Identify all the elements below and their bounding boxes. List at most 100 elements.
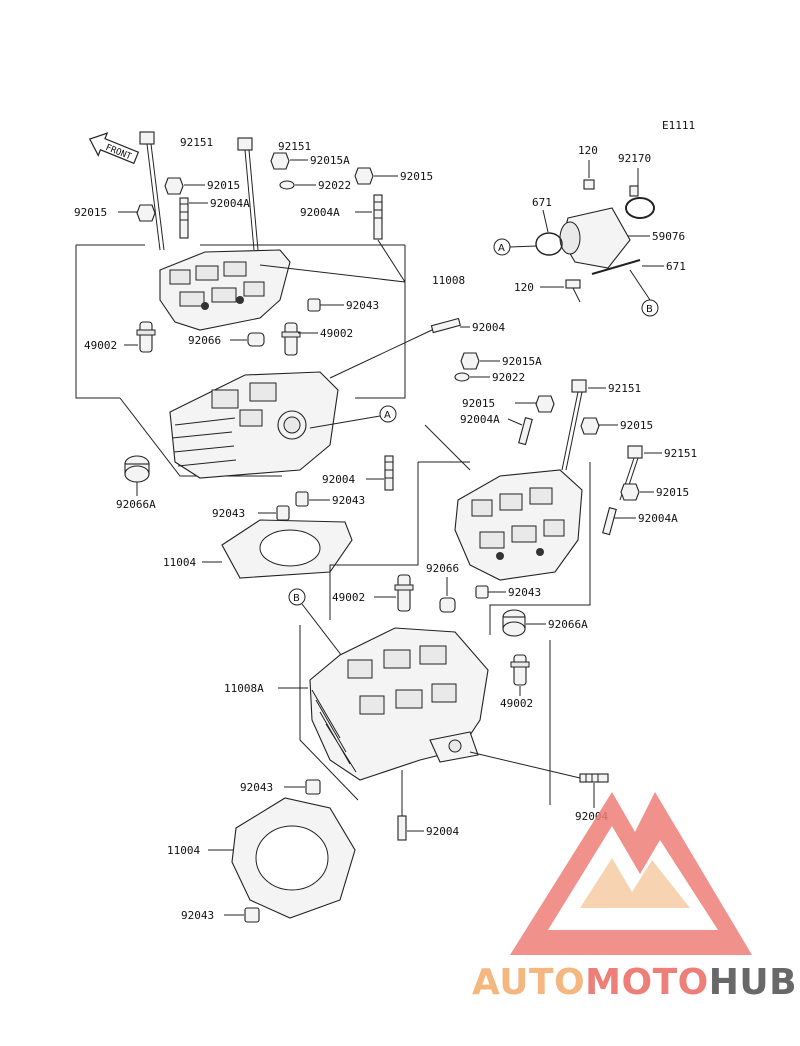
label-92004a-a: 92004A — [189, 197, 250, 210]
stud-92004-lower — [397, 770, 407, 841]
callout-a-head: A — [309, 405, 397, 429]
stud-92004a-rear-a — [518, 416, 533, 446]
label-49002-c: 49002 — [332, 591, 396, 604]
label-92066-a: 92066 — [188, 334, 247, 347]
stud-92004-upper — [430, 317, 461, 334]
intake-pipe-59076 — [559, 207, 631, 269]
svg-text:49002: 49002 — [320, 327, 353, 340]
label-92015-d: 92015 — [462, 397, 537, 410]
svg-text:49002: 49002 — [500, 697, 533, 710]
dowel-92043-lower-b — [244, 907, 260, 923]
rocker-cover-rear — [454, 469, 583, 581]
svg-text:92066A: 92066A — [548, 618, 588, 631]
svg-text:92004A: 92004A — [460, 413, 500, 426]
svg-text:92043: 92043 — [508, 586, 541, 599]
rocker-cover-front — [159, 249, 291, 331]
watermark-auto: AUTO — [472, 962, 586, 1003]
label-92015-c: 92015 — [74, 206, 138, 219]
label-59076: 59076 — [628, 230, 685, 243]
svg-text:92066A: 92066A — [116, 498, 156, 511]
cylinder-head-front — [169, 371, 339, 479]
svg-text:92022: 92022 — [492, 371, 525, 384]
label-92015-f: 92015 — [640, 486, 689, 499]
label-671-b: 671 — [642, 260, 686, 273]
bolt-92151-left — [139, 131, 165, 251]
label-120-a: 120 — [578, 144, 598, 178]
front-arrow-icon: FRONT — [88, 132, 140, 165]
label-120-b: 120 — [514, 281, 564, 294]
dowel-92043-lower-a — [305, 779, 321, 795]
nut-92015-a — [164, 177, 184, 195]
gasket-11004-lower — [231, 797, 356, 919]
label-92004-a: 92004 — [460, 321, 505, 334]
bolt-92151-mid — [237, 137, 259, 251]
nut-92015a-rear — [460, 352, 480, 370]
label-671-a: 671 — [532, 196, 552, 233]
watermark-wordmark: AUTOMOTOHUB — [472, 962, 797, 1003]
svg-text:92015: 92015 — [620, 419, 653, 432]
label-11008: 11008 — [432, 274, 465, 287]
label-92043-f: 92043 — [181, 909, 244, 922]
seal-92066 — [247, 332, 265, 347]
svg-text:92151: 92151 — [664, 447, 697, 460]
svg-text:92004A: 92004A — [638, 512, 678, 525]
guide-49002-lower-left — [394, 574, 414, 612]
svg-text:92015A: 92015A — [310, 154, 350, 167]
svg-text:92151: 92151 — [608, 382, 641, 395]
dowel-92043-rear — [475, 585, 489, 599]
svg-text:92170: 92170 — [618, 152, 651, 165]
label-92015-e: 92015 — [598, 419, 653, 432]
dowel-92043-b — [276, 505, 290, 521]
svg-text:92043: 92043 — [332, 494, 365, 507]
gasket-11004-upper — [221, 519, 353, 579]
label-92015-a: 92015 — [184, 179, 240, 192]
svg-text:92015: 92015 — [207, 179, 240, 192]
stud-92004a-left — [179, 197, 189, 239]
watermark-moto: MOTO — [585, 962, 709, 1003]
watermark-logo-icon — [510, 792, 752, 955]
callout-a-intake: A — [493, 238, 537, 256]
svg-text:92043: 92043 — [181, 909, 214, 922]
svg-text:92004A: 92004A — [300, 206, 340, 219]
label-11004-a: 11004 — [163, 556, 222, 569]
svg-text:92015A: 92015A — [502, 355, 542, 368]
label-92022-b: 92022 — [470, 371, 525, 384]
svg-text:49002: 49002 — [332, 591, 365, 604]
label-92151-a: 92151 — [180, 136, 213, 149]
callout-label: B — [293, 593, 300, 604]
svg-text:92043: 92043 — [212, 507, 245, 520]
label-49002-a: 49002 — [84, 339, 138, 352]
nut-92015a-top — [270, 152, 290, 170]
svg-text:92015: 92015 — [74, 206, 107, 219]
label-92066a-b: 92066A — [526, 618, 588, 631]
guide-49002-left — [136, 321, 156, 353]
label-92043-c: 92043 — [212, 507, 276, 520]
svg-text:49002: 49002 — [84, 339, 117, 352]
svg-text:92066: 92066 — [188, 334, 221, 347]
bolt-120-top — [583, 179, 595, 190]
svg-text:92066: 92066 — [426, 562, 459, 575]
label-92043-d: 92043 — [488, 586, 541, 599]
label-92015a-b: 92015A — [480, 355, 542, 368]
svg-text:11008: 11008 — [432, 274, 465, 287]
plug-92066a — [124, 455, 150, 483]
svg-text:92004: 92004 — [472, 321, 505, 334]
label-11004-b: 11004 — [167, 844, 234, 857]
callout-label: A — [384, 410, 391, 421]
svg-text:11008A: 11008A — [224, 682, 264, 695]
svg-text:671: 671 — [532, 196, 552, 209]
svg-text:92015: 92015 — [462, 397, 495, 410]
label-92151-b: 92151 — [278, 140, 311, 153]
svg-text:11004: 11004 — [163, 556, 196, 569]
label-92170: 92170 — [618, 152, 651, 186]
label-92022-a: 92022 — [295, 179, 351, 192]
dowel-92043-a — [295, 491, 309, 507]
label-92015-b: 92015 — [374, 170, 433, 183]
washer-92022-rear — [454, 372, 470, 382]
label-92004a-d: 92004A — [614, 512, 678, 525]
svg-text:671: 671 — [666, 260, 686, 273]
label-92004a-b: 92004A — [300, 206, 372, 219]
stud-92004a-right — [373, 194, 383, 240]
svg-text:92151: 92151 — [278, 140, 311, 153]
o-ring-671-right — [591, 259, 641, 275]
